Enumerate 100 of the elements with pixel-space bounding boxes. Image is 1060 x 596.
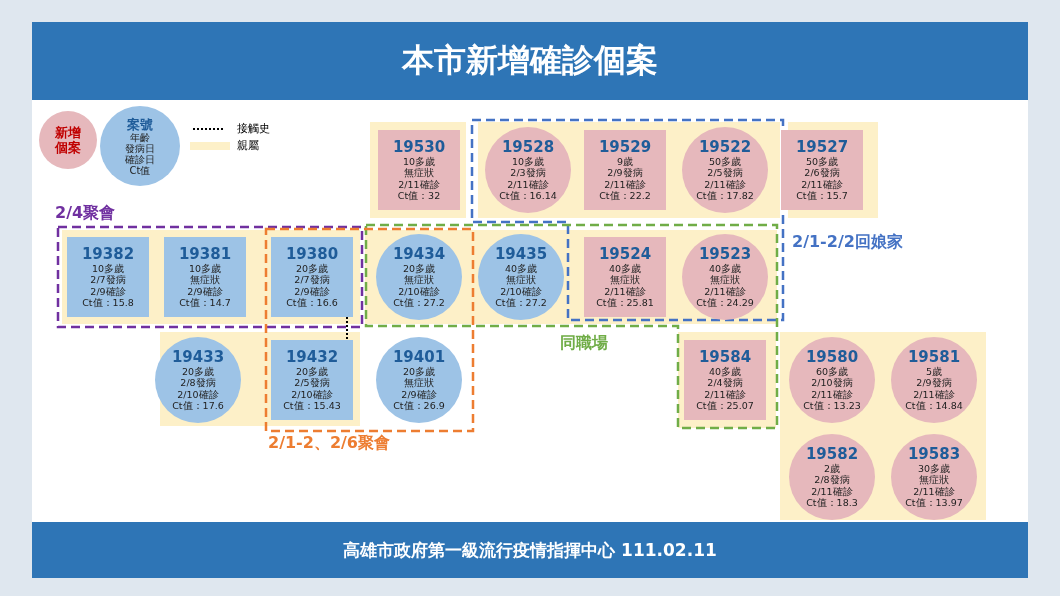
legend-heading: 新增個案 — [53, 125, 82, 155]
case-detail: 10多歲 — [91, 262, 125, 274]
case-detail: 2/10確診 — [177, 388, 219, 400]
footer-caption: 高雄市政府第一級流行疫情指揮中心 111.02.11 — [343, 538, 717, 562]
case-detail: 2/11確診 — [801, 178, 843, 190]
case-number: 19381 — [178, 245, 232, 263]
case-number: 19380 — [285, 245, 339, 263]
contact-line — [346, 316, 348, 341]
case-box — [684, 340, 766, 420]
case-number: 19581 — [907, 348, 961, 366]
case-detail: 2/9確診 — [401, 388, 437, 400]
case-box — [164, 237, 246, 317]
case-detail: 2/10確診 — [500, 285, 542, 297]
case-number: 19530 — [392, 138, 446, 156]
case-detail: 20多歲 — [181, 365, 215, 377]
case-detail: 40多歲 — [708, 262, 742, 274]
legend-field: 發病日 — [125, 142, 155, 154]
case-detail: Ct值：22.2 — [599, 190, 651, 202]
case-detail: 2/10發病 — [811, 377, 853, 389]
case-number: 19528 — [501, 138, 555, 156]
case-detail: 2歲 — [823, 462, 840, 474]
case-detail: 2/7發病 — [294, 274, 330, 286]
case-detail: 2/3發病 — [510, 167, 546, 179]
case-box — [378, 130, 460, 210]
case-detail: 無症狀 — [404, 167, 434, 179]
case-detail: Ct值：15.43 — [283, 400, 341, 412]
case-detail: 2/4發病 — [707, 377, 743, 389]
case-number: 19527 — [795, 138, 849, 156]
case-detail: 50多歲 — [708, 155, 742, 167]
case-detail: 10多歲 — [511, 155, 545, 167]
case-detail: 2/11確診 — [913, 388, 955, 400]
case-number: 19382 — [81, 245, 135, 263]
case-number: 19580 — [805, 348, 859, 366]
case-detail: Ct值：14.7 — [179, 297, 231, 309]
case-number: 19524 — [598, 245, 652, 263]
case-detail: 2/8發病 — [814, 474, 850, 486]
group-label: 2/1-2、2/6聚會 — [268, 433, 390, 453]
case-detail: 2/8發病 — [180, 377, 216, 389]
case-detail: Ct值：25.07 — [696, 400, 754, 412]
case-detail: 5歲 — [925, 365, 942, 377]
group-label: 2/4聚會 — [55, 203, 116, 223]
case-box — [584, 130, 666, 210]
case-number: 19523 — [698, 245, 752, 263]
case-detail: 2/11確診 — [704, 388, 746, 400]
case-detail: 無症狀 — [610, 274, 640, 286]
case-detail: Ct值：27.2 — [495, 297, 547, 309]
case-detail: 2/11確診 — [913, 485, 955, 497]
case-number: 19583 — [907, 445, 961, 463]
case-detail: 20多歲 — [402, 262, 436, 274]
legend-label: 接觸史 — [237, 122, 270, 136]
case-number: 19433 — [171, 348, 225, 366]
case-detail: 2/11確診 — [811, 388, 853, 400]
case-detail: Ct值：18.3 — [806, 497, 858, 509]
case-detail: 2/11確診 — [704, 178, 746, 190]
case-box — [781, 130, 863, 210]
case-detail: 9歲 — [616, 155, 633, 167]
legend-label: 親屬 — [237, 139, 259, 153]
group-label: 2/1-2/2回娘家 — [792, 232, 903, 252]
case-detail: 2/11確診 — [704, 285, 746, 297]
case-detail: 2/9發病 — [607, 167, 643, 179]
case-number: 19435 — [494, 245, 548, 263]
case-detail: 2/9發病 — [916, 377, 952, 389]
case-detail: 40多歲 — [504, 262, 538, 274]
case-detail: Ct值：32 — [397, 190, 441, 202]
case-detail: 2/11確診 — [604, 285, 646, 297]
legend-field: Ct值 — [129, 164, 151, 176]
case-detail: 2/10確診 — [398, 285, 440, 297]
case-detail: Ct值：17.82 — [696, 190, 754, 202]
case-number: 19432 — [285, 348, 339, 366]
case-detail: Ct值：24.29 — [696, 297, 754, 309]
legend-field: 年齡 — [130, 131, 150, 143]
case-detail: 無症狀 — [404, 274, 434, 286]
case-detail: 20多歲 — [295, 365, 329, 377]
case-detail: Ct值：17.6 — [172, 400, 224, 412]
case-detail: 20多歲 — [402, 365, 436, 377]
case-detail: 60多歲 — [815, 365, 849, 377]
case-detail: 2/6發病 — [804, 167, 840, 179]
case-detail: Ct值：13.97 — [905, 497, 963, 509]
case-detail: 2/9確診 — [187, 285, 223, 297]
case-number: 19434 — [392, 245, 446, 263]
case-number: 19582 — [805, 445, 859, 463]
case-detail: Ct值：25.81 — [596, 297, 654, 309]
case-number: 19401 — [392, 348, 446, 366]
case-detail: 10多歲 — [188, 262, 222, 274]
case-detail: 20多歲 — [295, 262, 329, 274]
legend-field: 確診日 — [125, 153, 155, 165]
case-detail: 40多歲 — [708, 365, 742, 377]
case-detail: 2/9確診 — [90, 285, 126, 297]
case-detail: Ct值：26.9 — [393, 400, 445, 412]
case-detail: 2/11確診 — [507, 178, 549, 190]
case-detail: 無症狀 — [710, 274, 740, 286]
case-box — [271, 237, 353, 317]
case-detail: Ct值：15.7 — [796, 190, 848, 202]
case-detail: 無症狀 — [919, 474, 949, 486]
case-detail: 2/10確診 — [291, 388, 333, 400]
case-detail: Ct值：16.6 — [286, 297, 338, 309]
case-detail: 無症狀 — [404, 377, 434, 389]
case-detail: 2/7發病 — [90, 274, 126, 286]
case-detail: Ct值：13.23 — [803, 400, 861, 412]
case-detail: 無症狀 — [506, 274, 536, 286]
